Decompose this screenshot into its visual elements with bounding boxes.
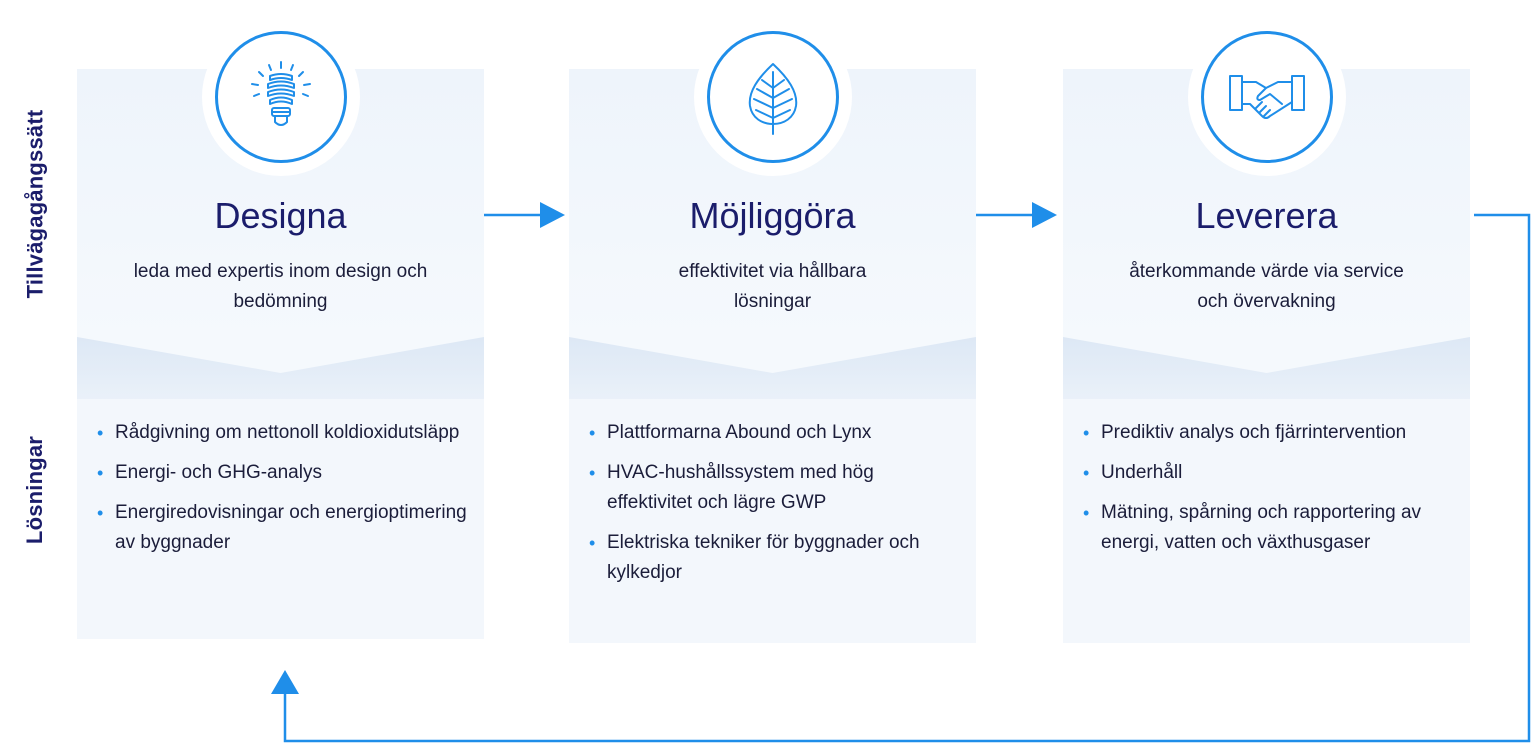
card-title: Leverera [1195, 195, 1338, 236]
bullet-dot: • [589, 533, 596, 553]
card-subtitle: leda med expertis inom design och bedömn… [133, 261, 428, 312]
solutions-list: •Prediktiv analys och fjärrintervention … [1083, 418, 1456, 568]
leaf-icon [748, 63, 797, 135]
solutions-list: • Rådgivning om nettonoll koldioxidutsläp… [97, 418, 470, 568]
bullet-dot: • [1083, 463, 1090, 483]
arrow-head-1 [540, 202, 565, 228]
bullet-dot: • [1083, 503, 1090, 523]
card-lower [569, 399, 976, 643]
list-item-text: Elektriska tekniker för byggnader och ky… [607, 532, 920, 583]
card-title: Designa [214, 195, 347, 236]
list-item: • Prediktiv analys och fjärrintervention [1083, 418, 1456, 448]
list-item: • Energiredovisningar och energioptimerin… [97, 498, 470, 558]
solutions-list: • Plattformarna Abound och Lynx • HVAC-hus… [589, 418, 962, 598]
icon-badge [693, 18, 852, 176]
card-subtitle: effektivitet via hållbara lösningar [678, 261, 867, 312]
list-item: • Plattformarna Abound och Lynx [589, 418, 962, 448]
list-item: • Mätning, spårning och rapportering av e… [1083, 498, 1456, 558]
icon-badge [1187, 18, 1346, 176]
list-item: • Underhåll [1083, 458, 1456, 488]
card-leverera: Leverera återkommande värde via service … [1063, 18, 1470, 643]
bullet-dot: • [97, 423, 104, 443]
card-lower [1063, 399, 1470, 643]
card-title: Möjliggöra [689, 195, 856, 236]
bullet-dot: • [97, 463, 104, 483]
list-item-text: Rådgivning om nettonoll koldioxidutsläpp [115, 422, 460, 443]
arrow-head-2 [1032, 202, 1057, 228]
card-designa: Designa leda med expertis inom design oc… [77, 18, 484, 639]
bullet-dot: • [1083, 423, 1090, 443]
bullet-dot: • [589, 463, 596, 483]
card-subtitle: återkommande värde via service och överv… [1129, 261, 1404, 312]
card-mojliggora: Möjliggöra effektivitet via hållbara lös… [569, 18, 976, 643]
bullet-dot: • [589, 423, 596, 443]
loop-back-line [283, 213, 1531, 743]
loop-arrow-head [271, 670, 299, 694]
list-item-text: Underhåll [1101, 462, 1183, 483]
list-item: • Elektriska tekniker för byggnader och k… [589, 528, 962, 588]
bullet-dot: • [97, 503, 104, 523]
icon-badge [201, 18, 360, 176]
list-item-text: HVAC-hushållssystem med hög effektivitet… [607, 462, 874, 513]
list-item: • HVAC-hushållssystem med hög effektivite… [589, 458, 962, 518]
list-item-text: Prediktiv analys och fjärrintervention [1101, 422, 1407, 443]
card-lower [77, 399, 484, 639]
list-item-text: Mätning, spårning och rapportering av en… [1101, 502, 1422, 553]
lightbulb-icon [250, 61, 311, 126]
list-item-text: Plattformarna Abound och Lynx [607, 422, 872, 443]
handshake-icon [1228, 75, 1305, 119]
list-item: • Rådgivning om nettonoll koldioxidutsläp… [97, 418, 470, 448]
list-item-text: Energi- och GHG-analys [115, 462, 322, 483]
list-item-text: Energiredovisningar och energioptimering… [115, 502, 467, 553]
list-item: • Energi- och GHG-analys [97, 458, 470, 488]
